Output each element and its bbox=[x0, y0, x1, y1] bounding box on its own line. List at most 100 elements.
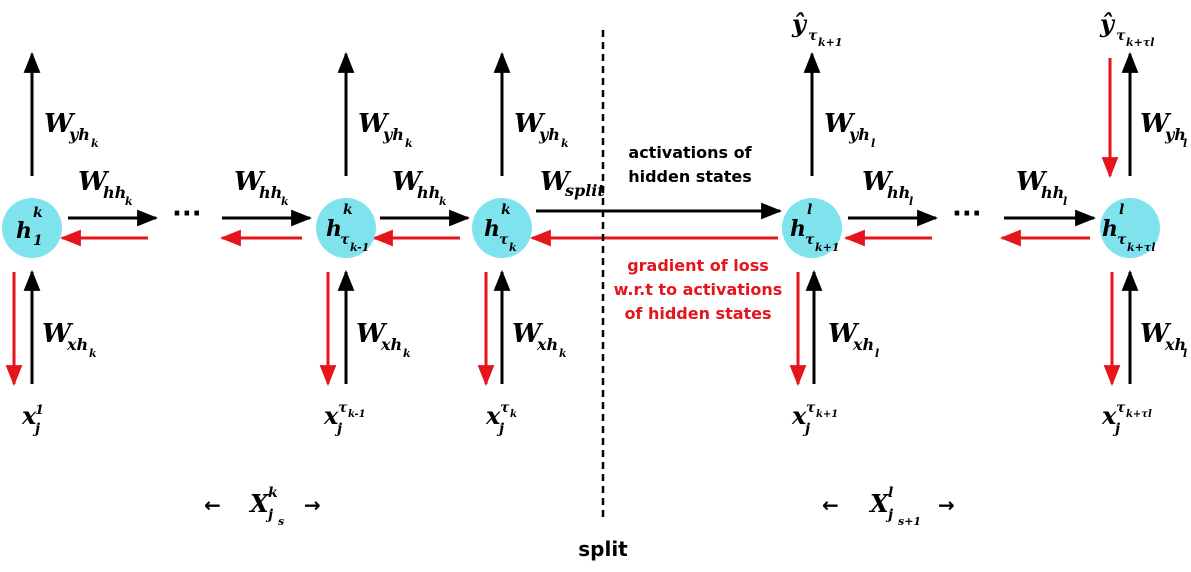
svg-text:xh: xh bbox=[1164, 335, 1186, 354]
svg-text:X: X bbox=[868, 489, 890, 518]
svg-text:W: W bbox=[512, 319, 544, 349]
svg-text:j: j bbox=[265, 507, 273, 523]
node-subsub: k+1 bbox=[815, 241, 840, 254]
svg-text:W: W bbox=[234, 167, 266, 197]
weight-wyhk-1: W yh k bbox=[44, 109, 99, 150]
node-htk: h k τ k bbox=[472, 198, 532, 258]
output-yhat-2: ŷ τ k+τl bbox=[1099, 9, 1154, 49]
svg-text:ŷ: ŷ bbox=[1099, 9, 1116, 38]
svg-text:l: l bbox=[1183, 137, 1187, 150]
segment-label-right: ← X l j s+1 → bbox=[822, 485, 955, 528]
node-htk-plus1: h l τ k+1 bbox=[782, 198, 842, 258]
svg-text:l: l bbox=[875, 347, 879, 360]
svg-text:k: k bbox=[561, 137, 569, 150]
output-yhat-1: ŷ τ k+1 bbox=[791, 9, 843, 49]
node-htk1: h k τ k-1 bbox=[316, 198, 376, 258]
weight-wxhl-1: W xh l bbox=[828, 319, 879, 360]
svg-text:k+1: k+1 bbox=[818, 36, 843, 49]
weight-wyhl-1: W yh l bbox=[824, 109, 875, 150]
svg-text:k+τl: k+τl bbox=[1126, 36, 1154, 49]
svg-text:k-1: k-1 bbox=[348, 409, 366, 420]
svg-text:x: x bbox=[791, 401, 807, 430]
svg-text:j: j bbox=[885, 507, 893, 523]
ellipsis-left: ··· bbox=[172, 199, 202, 229]
svg-text:j: j bbox=[802, 421, 810, 437]
svg-text:yh: yh bbox=[1164, 125, 1186, 144]
svg-text:τ: τ bbox=[1116, 28, 1126, 44]
svg-text:k: k bbox=[281, 195, 289, 208]
svg-text:W: W bbox=[44, 109, 76, 139]
input-x-1: x j 1 bbox=[21, 401, 44, 437]
svg-text:W: W bbox=[392, 167, 424, 197]
svg-text:k: k bbox=[439, 195, 447, 208]
svg-text:hh: hh bbox=[887, 183, 910, 202]
svg-text:yh: yh bbox=[538, 125, 560, 144]
weight-wxhk-1: W xh k bbox=[42, 319, 97, 360]
node-sup: l bbox=[807, 202, 812, 218]
svg-text:s: s bbox=[278, 515, 284, 528]
weight-wsplit: W split bbox=[540, 167, 605, 200]
svg-text:→: → bbox=[304, 493, 321, 517]
svg-text:yh: yh bbox=[848, 125, 870, 144]
split-label: split bbox=[578, 537, 628, 561]
gradient-label-line1: gradient of loss bbox=[627, 256, 769, 275]
weight-wxhk-2: W xh k bbox=[356, 319, 411, 360]
weight-whhk-1: W hh k bbox=[78, 167, 133, 208]
node-circle bbox=[1100, 198, 1160, 258]
node-sub: τ bbox=[1117, 232, 1127, 248]
svg-text:→: → bbox=[938, 493, 955, 517]
svg-text:k: k bbox=[403, 347, 411, 360]
weight-wyhk-3: W yh k bbox=[514, 109, 569, 150]
node-base: h bbox=[484, 216, 500, 242]
node-htk-taul: h l τ k+τl bbox=[1100, 198, 1160, 258]
svg-text:k: k bbox=[559, 347, 567, 360]
svg-text:W: W bbox=[1016, 167, 1048, 197]
svg-text:l: l bbox=[1183, 347, 1187, 360]
svg-text:k+1: k+1 bbox=[816, 409, 838, 420]
svg-text:j: j bbox=[496, 421, 504, 437]
svg-text:l: l bbox=[909, 195, 913, 208]
node-base: h bbox=[1102, 216, 1118, 242]
svg-text:←: ← bbox=[204, 493, 221, 517]
ellipsis-right: ··· bbox=[952, 199, 982, 229]
svg-text:x: x bbox=[21, 401, 37, 430]
weight-wxhl-2: W xh l bbox=[1140, 319, 1187, 360]
gradient-label-line2: w.r.t to activations bbox=[614, 280, 783, 299]
svg-text:yh: yh bbox=[382, 125, 404, 144]
svg-text:j: j bbox=[334, 421, 342, 437]
svg-text:x: x bbox=[485, 401, 501, 430]
node-sub: τ bbox=[499, 232, 509, 248]
svg-text:x: x bbox=[1101, 401, 1117, 430]
svg-text:hh: hh bbox=[259, 183, 282, 202]
svg-text:xh: xh bbox=[380, 335, 402, 354]
node-subsub: k-1 bbox=[350, 241, 369, 254]
svg-text:W: W bbox=[78, 167, 110, 197]
weight-wyhl-2: W yh l bbox=[1140, 109, 1187, 150]
node-circle bbox=[316, 198, 376, 258]
node-sub: 1 bbox=[33, 233, 43, 249]
weight-whhl-1: W hh l bbox=[862, 167, 913, 208]
svg-text:τ: τ bbox=[808, 28, 818, 44]
svg-text:hh: hh bbox=[1041, 183, 1064, 202]
svg-text:τ: τ bbox=[806, 400, 816, 416]
svg-text:k: k bbox=[125, 195, 133, 208]
svg-text:hh: hh bbox=[103, 183, 126, 202]
svg-text:W: W bbox=[824, 109, 856, 139]
node-subsub: k+τl bbox=[1127, 241, 1155, 254]
svg-text:k: k bbox=[268, 485, 278, 501]
svg-text:W: W bbox=[862, 167, 894, 197]
node-sup: k bbox=[33, 205, 43, 221]
node-circle bbox=[2, 198, 62, 258]
svg-text:τ: τ bbox=[500, 400, 510, 416]
svg-text:k: k bbox=[89, 347, 97, 360]
svg-text:xh: xh bbox=[536, 335, 558, 354]
svg-text:k: k bbox=[405, 137, 413, 150]
node-sub: τ bbox=[805, 232, 815, 248]
svg-text:s+1: s+1 bbox=[898, 515, 921, 528]
svg-text:xh: xh bbox=[66, 335, 88, 354]
weight-wyhk-2: W yh k bbox=[358, 109, 413, 150]
svg-text:τ: τ bbox=[338, 400, 348, 416]
svg-text:W: W bbox=[1140, 109, 1172, 139]
input-x-4: x j τ k+1 bbox=[791, 400, 838, 437]
activations-label-line1: activations of bbox=[628, 143, 752, 162]
